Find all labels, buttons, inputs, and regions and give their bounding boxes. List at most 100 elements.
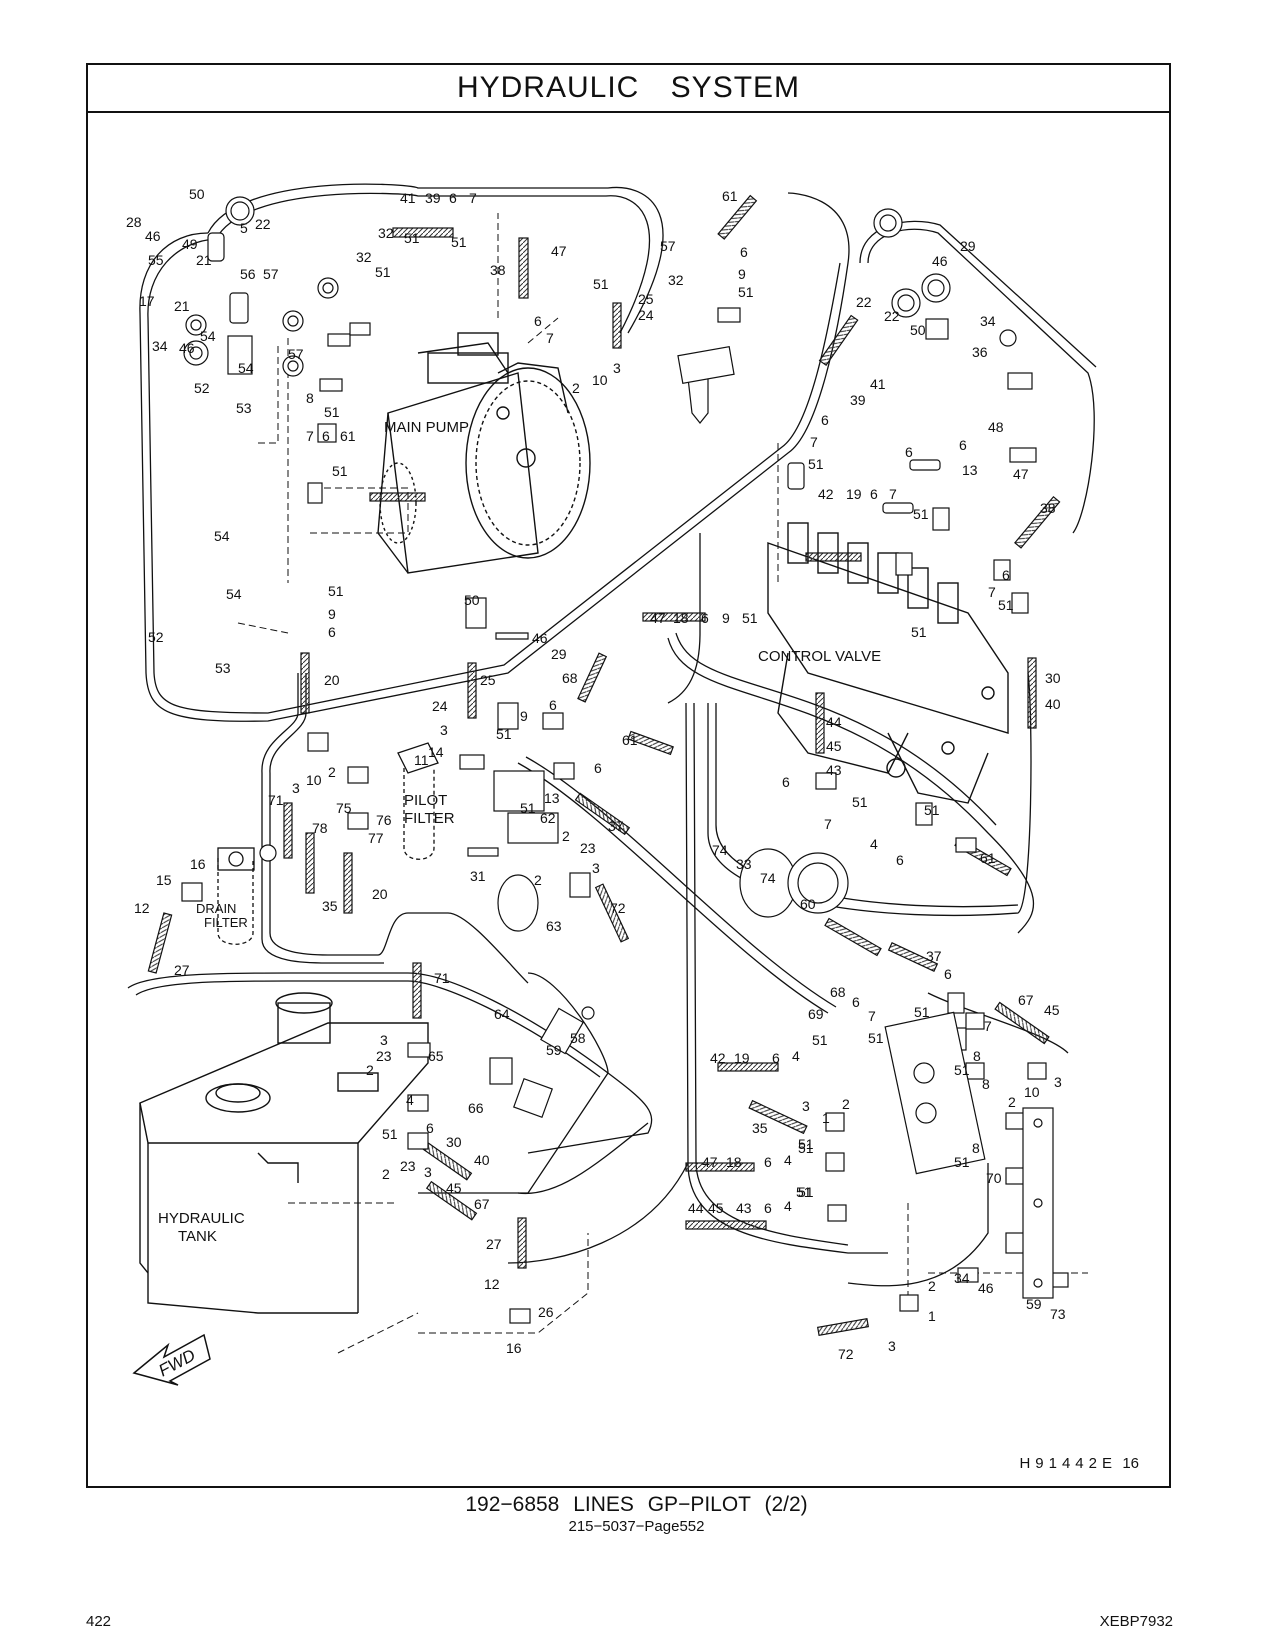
callout: 51	[451, 234, 467, 250]
callout: 3	[613, 360, 621, 376]
pilot-filter	[397, 742, 439, 860]
callout: 7	[306, 428, 314, 444]
callout: 23	[376, 1048, 392, 1064]
pilot-filter-label-1: PILOT	[404, 792, 447, 809]
page-title: HYDRAULIC SYSTEM	[456, 71, 801, 104]
callout: 32	[668, 272, 684, 288]
callout: 51	[998, 597, 1014, 613]
callout: 13	[544, 790, 560, 806]
callout: 61	[980, 850, 996, 866]
callout: 2	[572, 380, 580, 396]
callout: 6	[905, 444, 913, 460]
callout: 6	[764, 1154, 772, 1170]
callout: 57	[288, 346, 304, 362]
callout: 2	[534, 872, 542, 888]
callout: 58	[570, 1030, 586, 1046]
callout: 7	[868, 1008, 876, 1024]
piping-network	[127, 183, 1097, 1287]
main-pump	[377, 332, 591, 574]
callout: 51	[496, 726, 512, 742]
callout: 8	[306, 390, 314, 406]
callout: 51	[324, 404, 340, 420]
callout: 43	[826, 762, 842, 778]
callout: 46	[978, 1280, 994, 1296]
callout: 38	[490, 262, 506, 278]
callout: 4	[784, 1152, 792, 1168]
callout: 2	[382, 1166, 390, 1182]
callout: 13	[962, 462, 978, 478]
callout: 41	[870, 376, 886, 392]
callout: 64	[494, 1006, 510, 1022]
control-valve-label: CONTROL VALVE	[758, 648, 881, 665]
callout: 32	[356, 249, 372, 265]
callout: 50	[910, 322, 926, 338]
hydraulic-tank-label-1: HYDRAULIC	[158, 1210, 245, 1227]
callout: 25	[638, 291, 654, 307]
callout: 29	[551, 646, 567, 662]
callout: 35	[322, 898, 338, 914]
callout: 34	[152, 338, 168, 354]
callout: 6	[449, 190, 457, 206]
callout: 32	[378, 225, 394, 241]
caption-sub: 215−5037−Page552	[568, 1518, 705, 1535]
callout: 40	[474, 1152, 490, 1168]
callout: 51	[914, 1004, 930, 1020]
callout: 47	[702, 1154, 718, 1170]
callout: 6	[944, 966, 952, 982]
callout: 3	[1054, 1074, 1062, 1090]
callout: 22	[856, 294, 872, 310]
callout: 51	[798, 1136, 814, 1152]
callout: 8	[972, 1140, 980, 1156]
callout: 74	[712, 842, 728, 858]
callout: 20	[372, 886, 388, 902]
drain-filter	[217, 847, 255, 945]
callout: 7	[810, 434, 818, 450]
callout: 9	[520, 708, 528, 724]
leader-lines	[237, 213, 1088, 1354]
callout: 24	[432, 698, 448, 714]
hoses	[147, 194, 1061, 1336]
callout: 39	[850, 392, 866, 408]
callout: 61	[722, 188, 738, 204]
callout: 51	[954, 1154, 970, 1170]
callout: 23	[400, 1158, 416, 1174]
callout: 2	[328, 764, 336, 780]
callout: 47	[551, 243, 567, 259]
callout: 51	[852, 794, 868, 810]
callout: 71	[268, 792, 284, 808]
fwd-arrow	[132, 1333, 211, 1386]
callout: 2	[1008, 1094, 1016, 1110]
callout: 51	[924, 802, 940, 818]
control-valve	[767, 522, 1009, 804]
callout: 6	[426, 1120, 434, 1136]
callout: 51	[328, 583, 344, 599]
callout: 51	[520, 800, 536, 816]
callout: 6	[821, 412, 829, 428]
callout: 46	[179, 340, 195, 356]
hydraulic-tank-label-2: TANK	[178, 1228, 217, 1245]
callout: 4	[406, 1092, 414, 1108]
callout: 37	[608, 818, 624, 834]
callout: 57	[263, 266, 279, 282]
callout: 4	[784, 1198, 792, 1214]
callout: 62	[540, 810, 556, 826]
callout: 8	[982, 1076, 990, 1092]
callout: 39	[425, 190, 441, 206]
callout: 72	[610, 900, 626, 916]
callout: 74	[760, 870, 776, 886]
callout: 28	[126, 214, 142, 230]
callout: 67	[1018, 992, 1034, 1008]
callout: 6	[764, 1200, 772, 1216]
callout: 47	[650, 610, 666, 626]
callout: 4	[792, 1048, 800, 1064]
callout: 19	[846, 486, 862, 502]
title-bar: HYDRAULIC SYSTEM	[88, 65, 1169, 113]
callout: 71	[434, 970, 450, 986]
figure-caption: 192−6858 LINES GP−PILOT (2/2) 215−5037−P…	[0, 1493, 1273, 1535]
callout: 22	[884, 308, 900, 324]
callout: 3	[440, 722, 448, 738]
callout: 54	[226, 586, 242, 602]
callout: 54	[200, 328, 216, 344]
callout: 52	[194, 380, 210, 396]
callout: 6	[549, 697, 557, 713]
